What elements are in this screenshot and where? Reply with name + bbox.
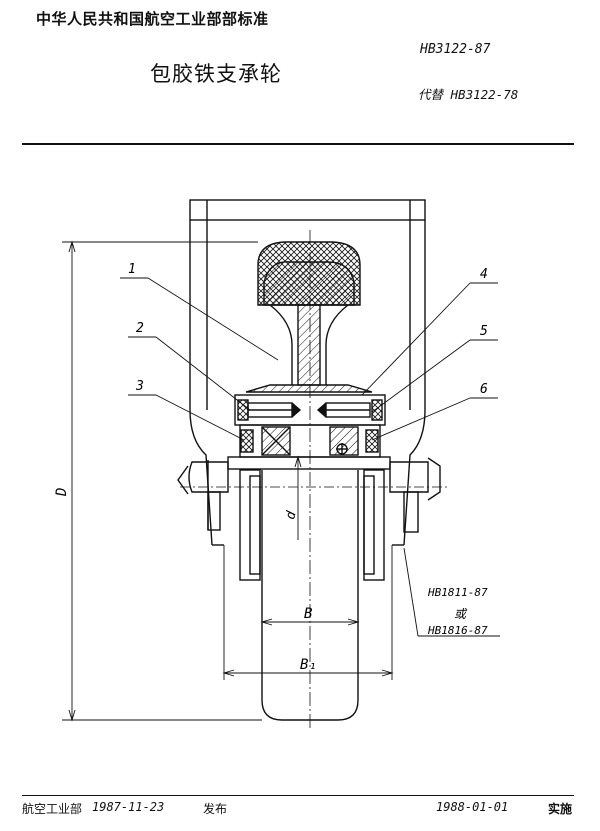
supersedes-note: 代替 HB3122-78	[418, 87, 519, 102]
document-title: 包胶铁支承轮	[150, 62, 282, 86]
footer-issuer: 航空工业部	[22, 802, 83, 816]
dimension-B1	[222, 545, 394, 680]
wheel-web	[245, 304, 373, 393]
dimension-B	[260, 618, 360, 626]
label-B1: B₁	[300, 657, 317, 673]
footer-implement-date: 1988-01-01	[436, 800, 509, 814]
dimension-D	[62, 240, 262, 722]
callout-6: 6	[480, 382, 488, 397]
footer-issued-label: 发布	[203, 802, 228, 816]
callout-2: 2	[136, 321, 144, 336]
callout-3: 3	[135, 379, 144, 394]
dimension-d	[294, 455, 302, 540]
ref-or: 或	[454, 607, 468, 621]
footer-implement-label: 实施	[548, 802, 573, 816]
header-rule	[22, 143, 574, 145]
label-B: B	[304, 606, 312, 622]
callout-1: 1	[128, 262, 136, 277]
axle	[177, 456, 450, 533]
callout-leaders	[120, 277, 500, 637]
tire-bottom	[239, 469, 385, 721]
wheel-assembly-drawing: 1 2 3 4 5 6 D d B B₁ HB1811-87 或 HB1816-…	[54, 199, 500, 730]
standard-code: HB3122-87	[420, 42, 491, 57]
callout-4: 4	[480, 267, 488, 282]
label-D: D	[54, 488, 70, 497]
footer-rule	[22, 795, 574, 796]
footer-issue-date: 1987-11-23	[92, 800, 165, 814]
callout-5: 5	[480, 324, 488, 339]
tire-top	[257, 241, 361, 306]
hub	[234, 394, 386, 458]
fork-bracket	[189, 199, 426, 546]
ref-standard-2: HB1816-87	[427, 624, 488, 637]
ref-standard-1: HB1811-87	[427, 586, 488, 599]
issuing-organization: 中华人民共和国航空工业部部标准	[36, 10, 269, 28]
label-d: d	[283, 510, 300, 522]
